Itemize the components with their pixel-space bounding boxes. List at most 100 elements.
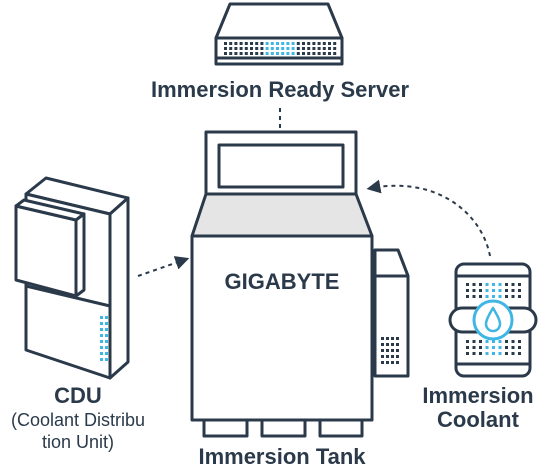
vent-dot	[244, 52, 248, 55]
cdu-sublabel-line-2: tion Unit)	[42, 432, 114, 452]
vent-dot	[381, 337, 384, 340]
vent-dot	[276, 42, 279, 45]
arrow-cdu-to-tank	[137, 256, 190, 277]
vent-dot	[317, 47, 321, 50]
vent-dot	[381, 343, 384, 346]
vent-dot	[229, 52, 233, 55]
vent-dot	[105, 340, 108, 343]
vent-dot	[492, 289, 495, 292]
vent-dot	[276, 52, 279, 55]
vent-dot	[391, 361, 394, 364]
vent-dot	[105, 316, 108, 319]
vent-dot	[505, 340, 508, 343]
vent-dot	[333, 52, 337, 55]
water-drop-icon	[472, 299, 514, 341]
vent-dot	[518, 352, 521, 355]
vent-dot	[281, 52, 285, 55]
vent-dot	[260, 42, 264, 45]
vent-dot	[466, 340, 469, 343]
vent-dot	[100, 346, 103, 349]
vent-dot	[498, 346, 502, 349]
vent-dot	[239, 47, 243, 50]
vent-dot	[260, 52, 264, 55]
vent-dot	[492, 283, 495, 286]
vent-dot	[498, 340, 502, 343]
cdu-vent-grid	[100, 316, 108, 361]
vent-dot	[100, 316, 103, 319]
vent-dot	[100, 340, 103, 343]
vent-dot	[322, 47, 326, 50]
vent-dot	[518, 283, 521, 286]
vent-dot	[391, 349, 394, 352]
vent-dot	[518, 346, 521, 349]
vent-dot	[518, 295, 521, 298]
vent-dot	[466, 346, 469, 349]
vent-dot	[396, 337, 399, 340]
tank-side-vent	[381, 337, 399, 364]
vent-dot	[479, 289, 482, 292]
vent-dot	[505, 289, 508, 292]
vent-dot	[307, 52, 311, 55]
vent-dot	[472, 340, 476, 343]
tank-brand-logo: GIGABYTE	[225, 269, 340, 294]
vent-dot	[244, 42, 248, 45]
tank-label: Immersion Tank	[198, 444, 366, 467]
vent-dot	[492, 295, 495, 298]
vent-dot	[244, 47, 248, 50]
vent-dot	[291, 52, 295, 55]
vent-dot	[250, 52, 253, 55]
vent-dot	[105, 334, 108, 337]
vent-dot	[391, 355, 394, 358]
vent-dot	[322, 52, 326, 55]
vent-dot	[466, 289, 469, 292]
vent-dot	[485, 283, 489, 286]
cdu-cabinet-icon	[14, 176, 130, 380]
vent-dot	[312, 42, 316, 45]
vent-dot	[328, 47, 331, 50]
vent-dot	[466, 352, 469, 355]
vent-dot	[286, 47, 290, 50]
vent-dot	[485, 352, 489, 355]
vent-dot	[270, 47, 274, 50]
vent-dot	[386, 355, 389, 358]
vent-dot	[100, 334, 103, 337]
vent-dot	[296, 47, 300, 50]
vent-dot	[485, 346, 489, 349]
vent-dot	[291, 42, 295, 45]
vent-dot	[239, 42, 243, 45]
vent-dot	[286, 52, 290, 55]
vent-dot	[281, 42, 285, 45]
vent-dot	[479, 295, 482, 298]
vent-dot	[485, 340, 489, 343]
vent-dot	[396, 361, 399, 364]
vent-dot	[333, 42, 337, 45]
vent-dot	[229, 47, 233, 50]
vent-dot	[224, 47, 227, 50]
vent-dot	[317, 42, 321, 45]
vent-dot	[492, 340, 495, 343]
vent-dot	[105, 346, 108, 349]
vent-dot	[381, 355, 384, 358]
vent-dot	[105, 328, 108, 331]
vent-dot	[307, 47, 311, 50]
vent-dot	[391, 343, 394, 346]
vent-dot	[492, 346, 495, 349]
vent-dot	[302, 47, 305, 50]
vent-dot	[322, 42, 326, 45]
cdu-sublabel-line-1: (Coolant Distribu	[11, 410, 145, 430]
vent-dot	[328, 52, 331, 55]
vent-dot	[505, 295, 508, 298]
vent-dot	[518, 289, 521, 292]
vent-dot	[505, 352, 508, 355]
vent-dot	[270, 42, 274, 45]
vent-dot	[498, 352, 502, 355]
vent-dot	[472, 295, 476, 298]
vent-dot	[265, 47, 269, 50]
vent-dot	[302, 52, 305, 55]
vent-dot	[291, 47, 295, 50]
immersion-tank-icon	[190, 130, 410, 438]
vent-dot	[472, 352, 476, 355]
vent-dot	[328, 42, 331, 45]
vent-dot	[307, 42, 311, 45]
server-vent-grid	[224, 42, 337, 55]
